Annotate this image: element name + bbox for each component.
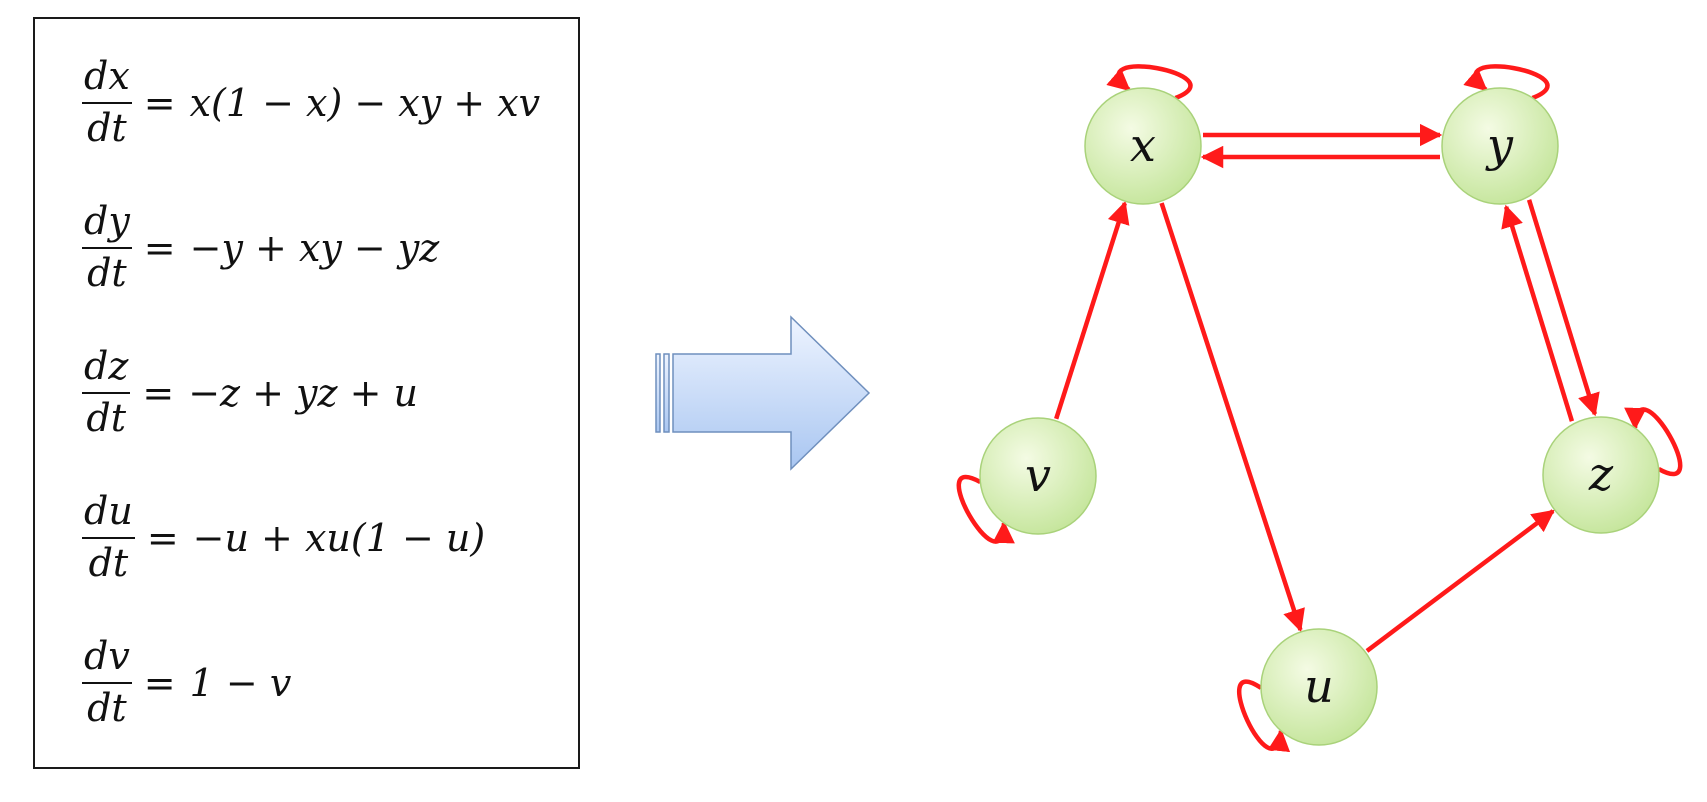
equation-du: du dt = −u + xu(1 − u) <box>82 489 486 585</box>
derivative-fraction: dz dt <box>82 344 131 440</box>
equation-dz: dz dt = −z + yz + u <box>82 344 419 440</box>
node-label: x <box>1130 118 1156 172</box>
fraction-numerator: dv <box>84 634 130 678</box>
equals-sign: = <box>142 370 175 415</box>
edge-v-to-x <box>1054 201 1130 420</box>
equation-box: dx dt = x(1 − x) − xy + xv dy dt = −y + … <box>33 17 580 769</box>
fraction-bar <box>82 391 131 394</box>
equation-rhs: 1 − v <box>189 660 292 705</box>
self-loops <box>956 64 1683 753</box>
edges <box>1054 123 1600 653</box>
equation-rhs: −z + yz + u <box>188 370 419 415</box>
derivative-fraction: dy dt <box>82 199 132 295</box>
equation-rhs: −u + xu(1 − u) <box>192 515 486 560</box>
arrow-stripe <box>655 353 661 433</box>
fraction-denominator: dt <box>87 685 127 730</box>
fraction-denominator: dt <box>87 105 127 150</box>
node-circle <box>1542 416 1660 534</box>
fraction-numerator: du <box>84 489 133 533</box>
node-u: u <box>1260 628 1378 746</box>
equation-dv: dv dt = 1 − v <box>82 634 292 730</box>
node-label: z <box>1588 447 1614 501</box>
self-loop-v <box>956 474 1015 544</box>
equals-sign: = <box>143 225 176 270</box>
fraction-bar <box>82 681 132 684</box>
fraction-numerator: dy <box>84 199 130 243</box>
self-loop-y <box>1463 64 1550 101</box>
node-y: y <box>1441 87 1559 205</box>
self-loop-u <box>1236 679 1291 753</box>
equation-rhs: −y + xy − yz <box>189 225 440 270</box>
derivative-fraction: dv dt <box>82 634 132 730</box>
equation-dx: dx dt = x(1 − x) − xy + xv <box>82 54 541 150</box>
node-v: v <box>979 417 1097 535</box>
equals-sign: = <box>146 515 179 560</box>
equation-rhs: x(1 − x) − xy + xv <box>189 80 541 125</box>
node-z: z <box>1542 416 1660 534</box>
arrow-stripe <box>663 353 670 433</box>
fraction-denominator: dt <box>86 395 126 440</box>
edge-x-to-u <box>1159 202 1305 633</box>
derivative-fraction: du dt <box>82 489 135 585</box>
node-x: x <box>1084 87 1202 205</box>
derivative-fraction: dx dt <box>82 54 132 150</box>
node-label: y <box>1485 118 1514 172</box>
fraction-bar <box>82 246 132 249</box>
node-circle <box>1084 87 1202 205</box>
edge-y-to-z <box>1526 199 1600 417</box>
equals-sign: = <box>143 660 176 705</box>
node-circle <box>1260 628 1378 746</box>
fraction-numerator: dz <box>84 344 129 388</box>
node-label: v <box>1025 448 1051 502</box>
edge-u-to-z <box>1365 509 1555 653</box>
fraction-denominator: dt <box>87 250 127 295</box>
fraction-bar <box>82 536 135 539</box>
edge-z-to-y <box>1501 204 1575 422</box>
fraction-bar <box>82 101 132 104</box>
nodes: x y z u v <box>979 87 1660 746</box>
arrow-body <box>672 315 871 471</box>
equation-dy: dy dt = −y + xy − yz <box>82 199 440 295</box>
node-circle <box>979 417 1097 535</box>
fraction-numerator: dx <box>84 54 130 98</box>
self-loop-x <box>1106 64 1193 101</box>
transform-arrow <box>655 315 871 471</box>
self-loop-z <box>1624 407 1683 477</box>
node-label: u <box>1304 659 1334 713</box>
fraction-denominator: dt <box>88 540 129 585</box>
node-circle <box>1441 87 1559 205</box>
equals-sign: = <box>143 80 176 125</box>
